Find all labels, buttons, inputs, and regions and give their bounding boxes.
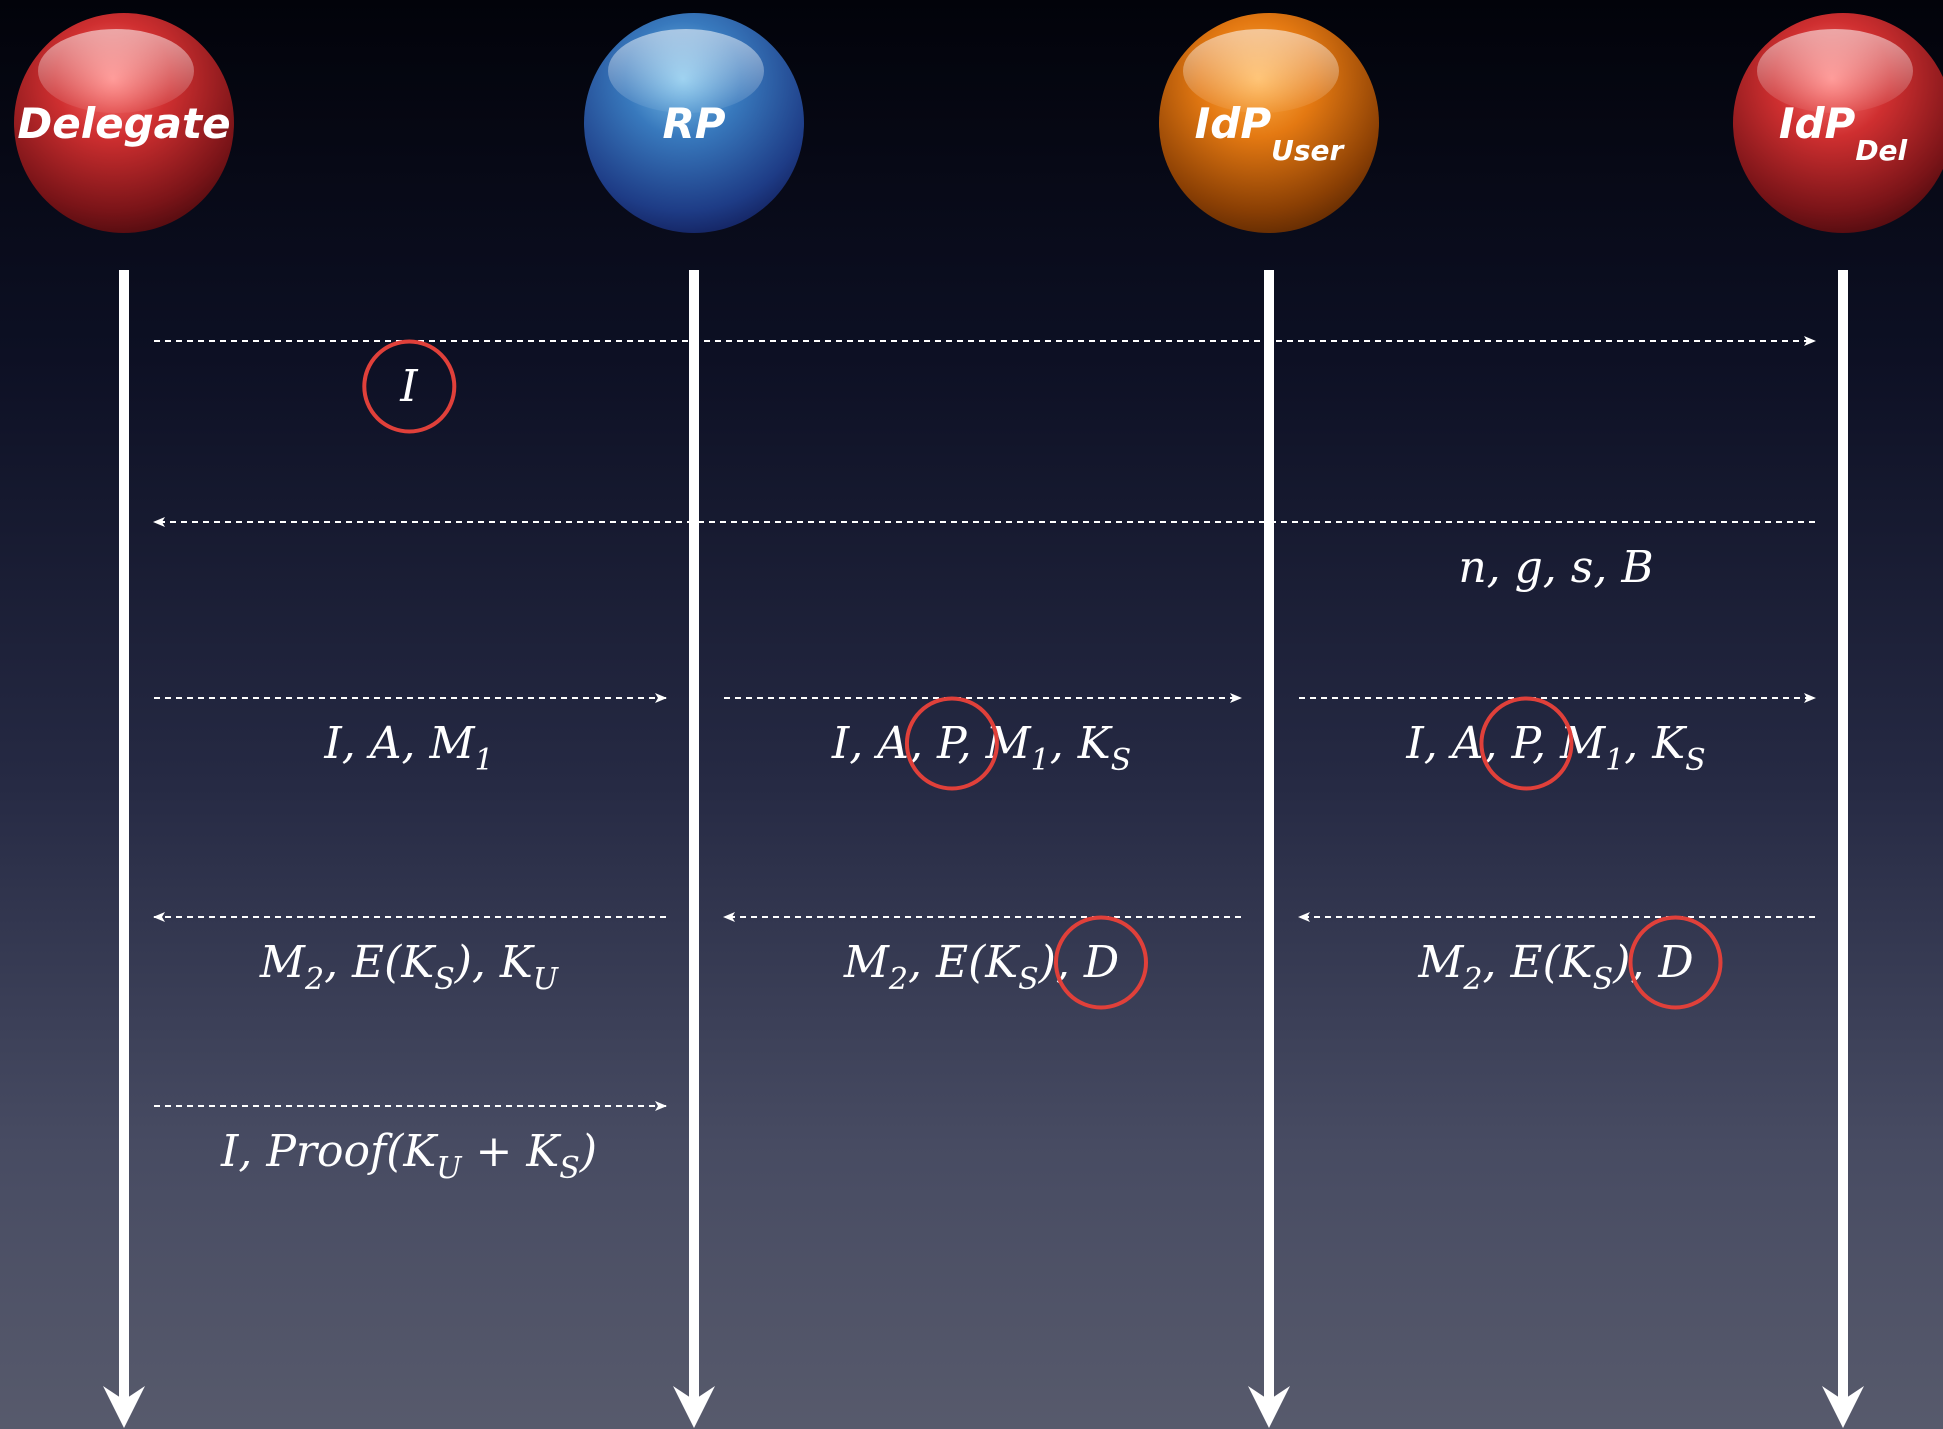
highlight-circle bbox=[1054, 915, 1148, 1010]
label-subscript: 1 bbox=[1605, 743, 1624, 778]
message-label: M2​, E(KS​), D bbox=[843, 937, 1119, 997]
label-subscript: S bbox=[434, 962, 455, 997]
highlight-circle bbox=[1479, 696, 1574, 791]
label-subscript: S bbox=[1593, 962, 1614, 997]
lifeline-arrowhead bbox=[1248, 1386, 1290, 1428]
message-msg-1: I bbox=[154, 336, 1816, 434]
label-term: + K bbox=[462, 1126, 562, 1177]
message-label: I bbox=[399, 361, 419, 412]
label-subscript: 1 bbox=[1031, 743, 1050, 778]
label-term: I bbox=[399, 361, 419, 412]
highlight-circle bbox=[904, 696, 999, 791]
lifeline-rp bbox=[673, 270, 715, 1428]
label-term: , E(K bbox=[324, 937, 436, 988]
sphere-gloss bbox=[1757, 29, 1913, 113]
sphere-gloss bbox=[608, 29, 764, 113]
label-subscript: 1 bbox=[475, 743, 494, 778]
label-term: I, A, M bbox=[323, 718, 475, 769]
label-term: D bbox=[1083, 937, 1119, 988]
messages: In, g, s, BI, A, M1​I, A, P, M1​, KS​I, … bbox=[153, 336, 1816, 1186]
actor-label: IdPDel bbox=[1779, 99, 1908, 167]
actor-rp: RP bbox=[584, 13, 804, 233]
label-subscript: S bbox=[1685, 743, 1706, 778]
label-term: ) bbox=[579, 1126, 597, 1177]
label-term: ), K bbox=[454, 937, 535, 988]
label-subscript: S bbox=[559, 1151, 580, 1186]
highlight-circle bbox=[1628, 915, 1723, 1010]
message-label: M2​, E(KS​), KU​ bbox=[259, 937, 560, 997]
actor-label-text: IdP bbox=[1779, 99, 1856, 148]
label-term: I, Proof(K bbox=[220, 1126, 438, 1177]
message-msg-5: I, Proof(KU​ + KS​) bbox=[154, 1101, 667, 1186]
label-term: , E(K bbox=[1483, 937, 1595, 988]
message-label: n, g, s, B bbox=[1458, 542, 1653, 593]
label-subscript: U bbox=[436, 1151, 463, 1186]
actor-label-subscript: User bbox=[1271, 134, 1345, 167]
message-label: I, A, M1​ bbox=[323, 718, 493, 778]
message-label: I, Proof(KU​ + KS​) bbox=[220, 1126, 597, 1186]
actor-idp-del: IdPDel bbox=[1733, 13, 1943, 233]
label-term: I, A, bbox=[1405, 718, 1511, 769]
label-term: M bbox=[259, 937, 306, 988]
label-subscript: S bbox=[1111, 743, 1132, 778]
highlight-circle bbox=[362, 339, 457, 434]
label-subscript: U bbox=[533, 962, 560, 997]
label-term: M bbox=[1417, 937, 1464, 988]
lifeline-arrowhead bbox=[103, 1386, 145, 1428]
message-msg-4: M2​, E(KS​), KU​ M2​, E(KS​), D M2​, E(KS​… bbox=[153, 912, 1815, 1010]
label-subscript: 2 bbox=[888, 962, 908, 997]
lifeline-delegate bbox=[103, 270, 145, 1428]
actor-label: RP bbox=[662, 99, 725, 148]
sphere-gloss bbox=[1183, 29, 1339, 113]
actor-label-text: Delegate bbox=[17, 99, 230, 148]
label-subscript: 2 bbox=[1462, 962, 1482, 997]
message-label: M2​, E(KS​), D bbox=[1417, 937, 1693, 997]
label-subscript: S bbox=[1018, 962, 1039, 997]
lifeline-idp-del bbox=[1822, 270, 1864, 1428]
sphere-gloss bbox=[38, 29, 194, 113]
label-term: , K bbox=[1624, 718, 1687, 769]
lifeline-arrowhead bbox=[673, 1386, 715, 1428]
label-term: , K bbox=[1050, 718, 1113, 769]
actor-idp-user: IdPUser bbox=[1159, 13, 1379, 233]
lifeline-arrowhead bbox=[1822, 1386, 1864, 1428]
actor-label-subscript: Del bbox=[1855, 134, 1907, 167]
actor-label: Delegate bbox=[17, 99, 230, 148]
lifeline-idp-user bbox=[1248, 270, 1290, 1428]
label-term: n, g, s, B bbox=[1458, 542, 1653, 593]
actor-delegate: Delegate bbox=[14, 13, 234, 233]
actor-label: IdPUser bbox=[1195, 99, 1346, 167]
label-term: D bbox=[1657, 937, 1693, 988]
actor-label-text: IdP bbox=[1195, 99, 1272, 148]
message-msg-3: I, A, M1​ I, A, P, M1​, KS​ I, A, P, M1​, … bbox=[154, 693, 1816, 791]
message-label: I, A, P, M1​, KS​ bbox=[831, 718, 1131, 778]
label-term: M bbox=[843, 937, 890, 988]
message-msg-2: n, g, s, B bbox=[153, 517, 1815, 593]
label-subscript: 2 bbox=[304, 962, 324, 997]
label-term: I, A, bbox=[831, 718, 937, 769]
message-label: I, A, P, M1​, KS​ bbox=[1405, 718, 1705, 778]
lifelines bbox=[103, 270, 1864, 1428]
actor-label-text: RP bbox=[662, 99, 725, 148]
label-term: , E(K bbox=[908, 937, 1020, 988]
